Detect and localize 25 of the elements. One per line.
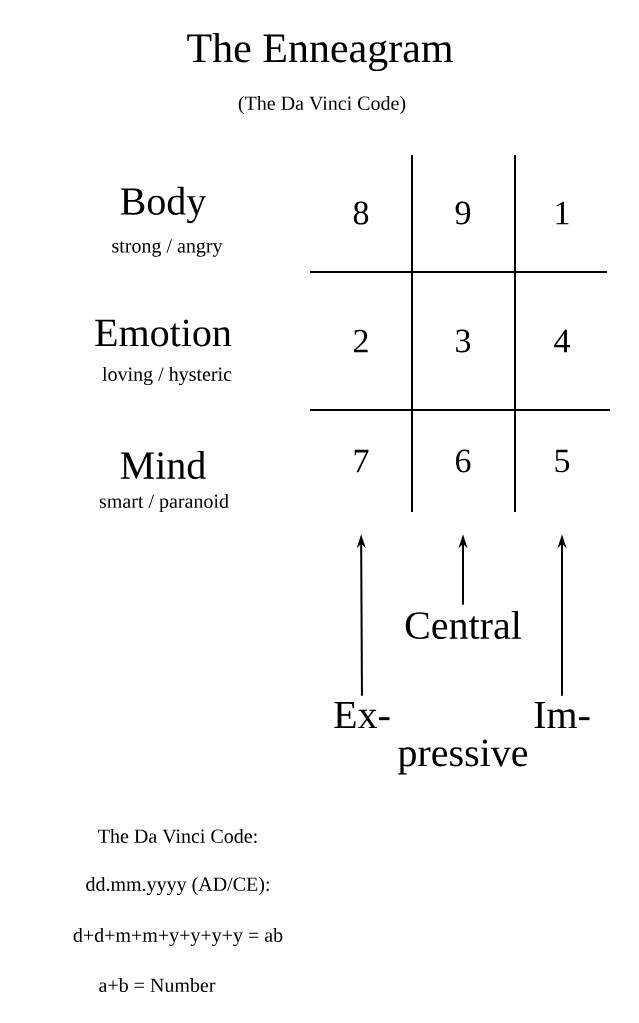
grid-number: 6 [455,449,471,473]
row-description: loving / hysteric [102,366,232,386]
grid-number: 1 [556,201,569,225]
row-heading: Mind [120,450,206,480]
grid-number: 9 [455,201,471,225]
axis-label: Central [405,610,522,640]
grid-number: 2 [354,329,368,353]
row-description: strong / angry [112,239,223,257]
grid-number: 7 [354,449,369,473]
grid-number: 4 [554,329,570,353]
formula-text: d+d+m+m+y+y+y+y = ab [73,927,283,947]
axis-label: Ex- [334,701,390,729]
title: The Enneagram [187,32,453,72]
formula-text: dd.mm.yyyy (AD/CE): [86,876,269,896]
formula-text: a+b = Number [99,977,216,993]
grid-number: 8 [353,201,369,225]
axis-label: Im- [534,701,590,729]
axis-label: pressive [398,739,528,775]
grid-number: 5 [555,449,570,473]
subtitle: (The Da Vinci Code) [238,95,406,115]
grid-number: 3 [456,329,471,353]
formula-text: The Da Vinci Code: [98,828,257,844]
row-description: smart / paranoid [99,493,229,513]
row-heading: Body [120,186,207,224]
row-heading: Emotion [95,319,232,347]
